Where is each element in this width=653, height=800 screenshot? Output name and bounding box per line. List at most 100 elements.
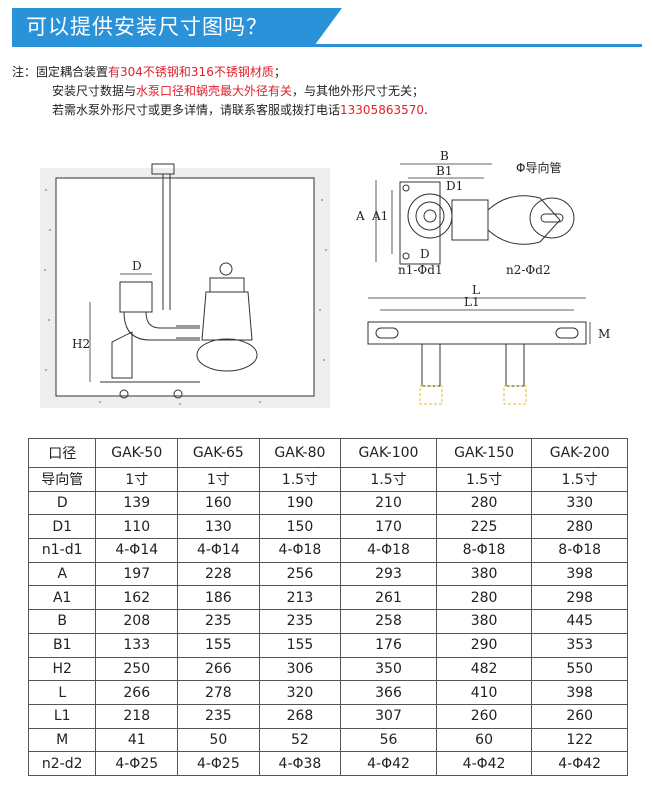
table-cell: 139 [95, 490, 179, 516]
table-cell: 60 [435, 727, 533, 753]
row-label: B [27, 609, 97, 634]
table-cell: 218 [95, 703, 179, 729]
table-cell: 350 [340, 656, 437, 682]
plan-view: B B1 A A1 D1 D Φ导向管 n1-Φd1 n2-Φd2 [355, 150, 575, 277]
table-cell: 260 [531, 703, 628, 729]
column-header: GAK-50 [95, 438, 179, 468]
table-cell: 410 [435, 680, 533, 705]
dim-label-d1: D1 [446, 179, 463, 193]
table-cell: 213 [258, 585, 342, 611]
column-header: GAK-65 [177, 438, 260, 468]
table-cell: 8-Φ18 [531, 538, 628, 563]
table-cell: 1.5寸 [258, 467, 342, 492]
table-cell: 445 [531, 609, 628, 634]
table-cell: 4-Φ14 [95, 538, 179, 563]
row-label: H2 [27, 656, 97, 682]
table-cell: 4-Φ38 [258, 751, 342, 776]
dim-label-a1: A1 [371, 209, 388, 223]
table-cell: 366 [340, 680, 437, 705]
table-cell: 280 [531, 514, 628, 540]
table-cell: 4-Φ25 [95, 751, 179, 776]
table-cell: 190 [258, 490, 342, 516]
label-n1-d1: n1-Φd1 [398, 263, 443, 277]
label-guide-pipe: Φ导向管 [516, 160, 561, 175]
row-label: 导向管 [27, 467, 97, 492]
phone-number: 13305863570 [340, 103, 424, 117]
row-label: A [27, 561, 97, 587]
row-label: n2-d2 [27, 751, 97, 776]
bracket-side-view: L L1 M [367, 283, 610, 405]
column-header: GAK-100 [340, 438, 437, 468]
table-cell: 307 [340, 703, 437, 729]
column-header: GAK-200 [531, 438, 628, 468]
column-header: GAK-150 [435, 438, 533, 468]
table-cell: 4-Φ42 [531, 751, 628, 776]
table-cell: 380 [435, 561, 533, 587]
dim-label-m: M [598, 327, 610, 341]
header-banner [12, 8, 342, 44]
row-label: D [27, 490, 97, 516]
row-label: A1 [27, 585, 97, 611]
table-cell: 293 [340, 561, 437, 587]
header-underline [12, 44, 642, 47]
table-cell: 228 [177, 561, 260, 587]
table-cell: 260 [435, 703, 533, 729]
column-header: 口径 [27, 438, 97, 468]
pit-section-view: D H2 [40, 163, 330, 408]
row-label: L1 [27, 703, 97, 729]
table-cell: 210 [340, 490, 437, 516]
table-cell: 380 [435, 609, 533, 634]
dim-label-d: D [132, 259, 142, 273]
table-cell: 256 [258, 561, 342, 587]
table-cell: 306 [258, 656, 342, 682]
table-cell: 280 [435, 490, 533, 516]
column-header: GAK-80 [258, 438, 342, 468]
table-cell: 298 [531, 585, 628, 611]
row-label: M [27, 727, 97, 753]
table-cell: 250 [95, 656, 179, 682]
dim-label-b1: B1 [436, 164, 452, 178]
table-cell: 155 [177, 632, 260, 658]
dimension-table: 口径 GAK-50 GAK-65 GAK-80 GAK-100 GAK-150 … [27, 438, 628, 776]
table-cell: 235 [177, 703, 260, 729]
table-cell: 130 [177, 514, 260, 540]
table-cell: 225 [435, 514, 533, 540]
table-cell: 4-Φ42 [340, 751, 437, 776]
table-cell: 4-Φ42 [435, 751, 533, 776]
note-line-3: 若需水泵外形尺寸或更多详情，请联系客服或拨打电话13305863570. [52, 103, 428, 117]
table-cell: 266 [95, 680, 179, 705]
dim-label-l: L [472, 283, 480, 297]
page-title: 可以提供安装尺寸图吗？ [26, 15, 268, 39]
table-cell: 268 [258, 703, 342, 729]
table-cell: 320 [258, 680, 342, 705]
table-cell: 110 [95, 514, 179, 540]
table-cell: 162 [95, 585, 179, 611]
row-label: n1-d1 [27, 538, 97, 563]
table-cell: 122 [531, 727, 628, 753]
table-cell: 197 [95, 561, 179, 587]
dim-label-d-top: D [420, 247, 430, 261]
table-cell: 50 [177, 727, 260, 753]
table-cell: 4-Φ14 [177, 538, 260, 563]
table-cell: 235 [258, 609, 342, 634]
table-cell: 176 [340, 632, 437, 658]
table-cell: 1寸 [177, 467, 260, 492]
table-cell: 266 [177, 656, 260, 682]
table-cell: 208 [95, 609, 179, 634]
table-cell: 170 [340, 514, 437, 540]
section-header: 可以提供安装尺寸图吗？ [12, 8, 642, 47]
table-cell: 41 [95, 727, 179, 753]
table-cell: 235 [177, 609, 260, 634]
note-line-2: 安装尺寸数据与水泵口径和蜗壳最大外径有关，与其他外形尺寸无关； [52, 84, 425, 98]
table-cell: 133 [95, 632, 179, 658]
row-label: B1 [27, 632, 97, 658]
